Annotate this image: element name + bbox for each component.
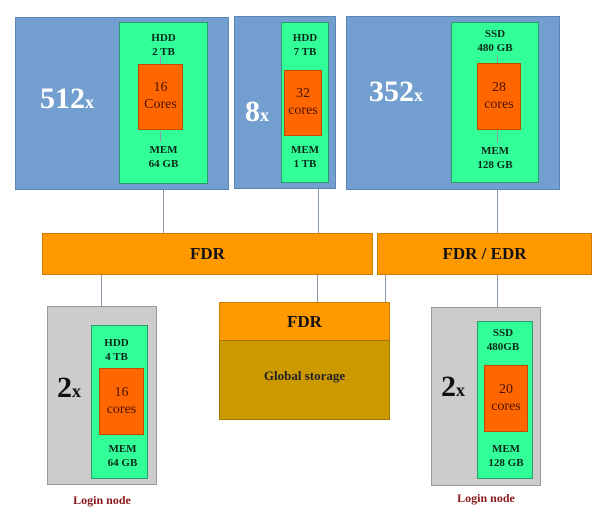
node-count: 352x [369,75,423,108]
link-line [497,189,498,234]
link-line [317,275,318,303]
login-node-label: Login node [457,491,515,505]
node-count: 512x [40,82,94,115]
node-count: 2x [441,370,465,403]
node-count: 2x [57,371,81,404]
storage-fdr-bar: FDR [219,302,390,341]
link-line [160,131,161,142]
link-line [101,275,102,307]
link-line [497,275,498,308]
link-line [318,189,319,234]
link-line [385,275,386,303]
global-storage-label: Global storage [263,368,346,383]
fdr-edr-network-bar: FDR / EDR [377,233,592,275]
node-count: 8x [245,95,269,128]
link-line [160,56,161,65]
global-storage: Global storage [219,340,390,420]
link-line [497,55,498,64]
link-line [497,131,498,142]
login-node-label: Login node [73,493,131,507]
fdr-network-bar: FDR [42,233,373,275]
link-line [163,189,164,234]
